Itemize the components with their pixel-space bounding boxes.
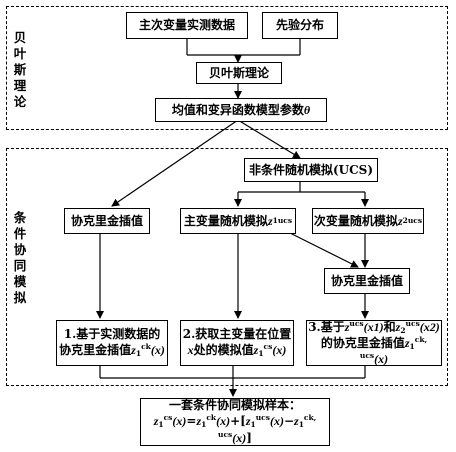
x-paren: (x)	[269, 414, 284, 429]
arrow-primary-to-cokriging	[287, 231, 359, 268]
step1-text: 协克里金插值	[59, 343, 132, 358]
bayes-theory-label: 贝叶斯理论	[208, 65, 269, 80]
step1-box: 1.基于实测数据的 协克里金插值z1ck(x)	[56, 320, 168, 366]
sub-1: 1	[201, 420, 207, 430]
z-symbol: z	[253, 343, 259, 358]
step2-text: 处的模拟值	[193, 343, 254, 358]
sub-1: 1	[409, 342, 415, 351]
x1-paren: (x1)	[363, 319, 384, 334]
sup-cs: cs	[263, 342, 273, 352]
z-symbol: z	[153, 414, 159, 429]
step3-text-a: 3.基于	[308, 319, 345, 334]
x-paren: (x)	[216, 414, 231, 429]
theta-symbol: θ	[303, 102, 311, 117]
step2-line1: 2.获取主变量在位置	[182, 327, 292, 342]
cokriging-left-box: 协克里金插值	[64, 208, 150, 234]
z-symbol: z	[344, 319, 350, 334]
result-formula: z1cs(x)=z1ck(x)+[z1ucs(x)−z1ck, ucs(x)]	[153, 413, 317, 445]
sup-ck-ucs: ck, ucs	[359, 335, 428, 361]
sub-1: 1	[272, 216, 278, 226]
sup-ck: ck	[206, 413, 217, 423]
arrow-params-to-cokriging	[111, 119, 239, 207]
cokriging-right-box: 协克里金插值	[324, 268, 410, 294]
x-paren: (x)	[374, 352, 389, 367]
sub-1: 1	[135, 349, 142, 359]
params-box: 均值和变异函数模型参数 θ	[155, 98, 327, 122]
secondary-sim-label: 次变量随机模拟	[313, 213, 398, 228]
sub-1: 1	[298, 420, 304, 430]
ucs-label: 非条件随机模拟(UCS)	[248, 162, 374, 177]
sup-ck-ucs: ck, ucs	[218, 413, 317, 439]
ucs-box: 非条件随机模拟(UCS)	[244, 158, 378, 182]
x2-paren: (x2)	[419, 319, 440, 334]
measured-data-label: 主次变量实测数据	[138, 18, 235, 32]
cokriging-left-label: 协克里金插值	[70, 213, 143, 228]
step3-line1: 3.基于zucs(x1)和z2ucs(x2)	[307, 319, 441, 335]
sup-ucs: ucs	[255, 413, 270, 423]
z-symbol: z	[267, 213, 273, 228]
sup-ck: ck	[141, 342, 151, 352]
z-symbol: z	[245, 414, 251, 429]
cokriging-right-label: 协克里金插值	[330, 273, 403, 288]
z-symbol: z	[397, 213, 403, 228]
params-label: 均值和变异函数模型参数	[171, 102, 304, 117]
step2-box: 2.获取主变量在位置 x处的模拟值z1cs(x)	[180, 320, 294, 366]
cosim-frame	[6, 148, 448, 386]
bayes-side-label: 贝叶斯理论	[13, 30, 27, 109]
sub-1: 1	[250, 420, 256, 430]
sub-1: 1	[158, 420, 164, 430]
x-paren: (x)	[232, 430, 247, 445]
prior-label: 先验分布	[275, 18, 324, 32]
x-paren: (x)	[272, 343, 287, 358]
var-x: x	[187, 343, 194, 358]
bayes-frame	[6, 6, 448, 130]
z-symbol: z	[196, 414, 202, 429]
cosim-side-label: 条件协同模拟	[13, 210, 27, 305]
step3-box: 3.基于zucs(x1)和z2ucs(x2) 的协克里金插值z1ck, ucs(…	[306, 319, 442, 367]
result-title: 一套条件协同模拟样本：	[168, 398, 301, 413]
sub-1: 1	[258, 349, 264, 359]
step3-text-b: 的协克里金插值	[320, 336, 405, 350]
result-box: 一套条件协同模拟样本： z1cs(x)=z1ck(x)+[z1ucs(x)−z1…	[140, 398, 330, 446]
z-symbol: z	[404, 336, 410, 350]
z-symbol: z	[131, 343, 136, 358]
step1-line1: 1.基于实测数据的	[63, 327, 161, 342]
x-paren: (x)	[172, 414, 187, 429]
step2-line2: x处的模拟值z1cs(x)	[183, 342, 292, 358]
sup-ucs: ucs	[349, 318, 364, 328]
z-symbol: z	[294, 414, 299, 429]
arrow-params-to-ucs	[237, 119, 301, 159]
sup-ucs: ucs	[277, 216, 293, 226]
sup-cs: cs	[163, 413, 173, 423]
step3-and: 和	[383, 319, 396, 334]
sup-ucs: ucs	[405, 318, 420, 328]
step3-line2: 的协克里金插值z1ck, ucs(x)	[307, 335, 441, 367]
bayes-theory-box: 贝叶斯理论	[196, 62, 282, 84]
sup-ucs: ucs	[407, 216, 423, 226]
sub-2: 2	[400, 325, 406, 335]
primary-sim-label: 主变量随机模拟	[183, 213, 268, 228]
prior-box: 先验分布	[262, 12, 338, 39]
step1-line2: 协克里金插值z1ck(x)	[59, 342, 165, 358]
x-paren: (x)	[150, 343, 165, 358]
sub-2: 2	[402, 216, 408, 226]
z-symbol: z	[395, 319, 401, 334]
measured-data-box: 主次变量实测数据	[126, 12, 248, 39]
